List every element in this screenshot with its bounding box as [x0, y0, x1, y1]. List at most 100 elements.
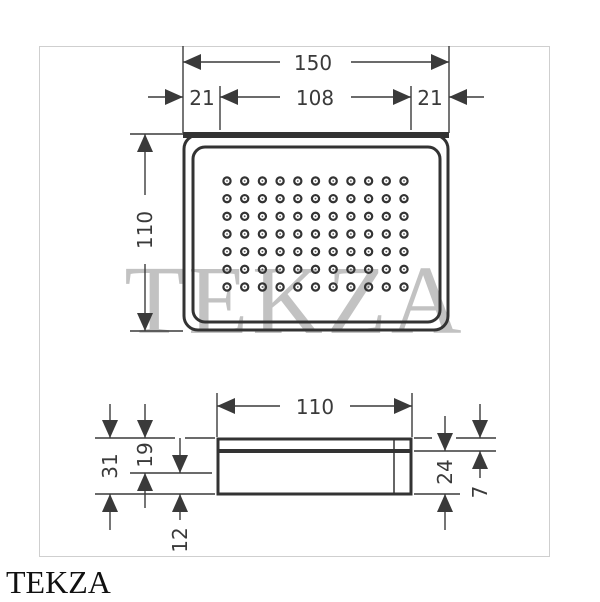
dim-side-left-heights: 31 19 12 [95, 404, 215, 553]
arrow-icon [393, 89, 411, 105]
drain-hole [239, 246, 250, 257]
drain-hole [257, 193, 268, 204]
arrow-icon [165, 89, 183, 105]
arrow-icon [137, 420, 153, 438]
drain-hole [363, 193, 374, 204]
drain-hole-center [279, 180, 281, 182]
drain-hole [275, 282, 285, 292]
drain-hole [222, 246, 232, 257]
arrow-icon [449, 89, 467, 105]
drain-hole [346, 211, 356, 222]
drain-hole [222, 264, 232, 275]
drain-hole-center [296, 233, 299, 235]
drain-hole-center [314, 197, 317, 200]
drain-hole-center [385, 233, 388, 235]
drain-hole-center [279, 197, 281, 200]
dim-label-24: 24 [433, 459, 457, 484]
drain-hole-center [350, 197, 352, 200]
dim-inner-widths: 21 108 21 [148, 86, 484, 130]
dim-label-12: 12 [168, 527, 192, 552]
drain-hole [346, 246, 356, 257]
drain-hole-center [261, 286, 264, 288]
drain-hole [363, 246, 374, 257]
drain-hole [222, 176, 232, 186]
drain-hole-center [367, 268, 370, 271]
dim-label-21-left: 21 [189, 86, 214, 110]
arrow-icon [437, 433, 453, 451]
drain-hole [381, 193, 391, 204]
drain-hole-center [279, 250, 281, 253]
drain-hole [310, 211, 321, 222]
dim-label-7: 7 [468, 486, 492, 499]
drain-hole-center [332, 180, 335, 182]
drain-hole [239, 193, 250, 204]
arrow-icon [102, 420, 118, 438]
drain-hole [381, 264, 391, 275]
drain-hole [310, 176, 321, 186]
drain-hole [346, 282, 356, 292]
drain-hole [310, 282, 321, 292]
drain-hole-center [367, 180, 370, 182]
drain-hole [310, 229, 321, 239]
drain-hole [328, 246, 338, 257]
drain-hole [275, 264, 285, 275]
drain-hole [222, 282, 232, 292]
drain-hole-center [243, 197, 246, 200]
dim-label-110-side: 110 [296, 395, 334, 419]
dim-label-31: 31 [98, 453, 122, 478]
drain-hole [293, 176, 303, 186]
top-view [182, 132, 450, 332]
drain-hole-center [403, 268, 405, 271]
drain-hole-center [226, 197, 228, 200]
drain-hole [293, 229, 303, 239]
drain-hole [399, 176, 409, 186]
drain-hole-center [243, 268, 246, 271]
drain-hole-center [261, 233, 264, 235]
drain-hole [239, 229, 250, 239]
brand-logo: TEKZA [6, 564, 111, 600]
drain-hole [363, 176, 374, 186]
drain-hole [399, 211, 409, 222]
dim-label-108: 108 [296, 86, 334, 110]
drain-hole-center [226, 286, 228, 288]
drain-hole [293, 211, 303, 222]
drain-hole [257, 211, 268, 222]
arrow-icon [172, 494, 188, 512]
dim-label-110-depth: 110 [133, 211, 157, 249]
drain-hole [346, 264, 356, 275]
drain-hole-center [403, 215, 405, 218]
drain-hole-center [332, 233, 335, 235]
arrow-icon [183, 54, 201, 70]
drain-hole-center [385, 250, 388, 253]
drain-hole-center [243, 180, 246, 182]
drain-hole-center [350, 233, 352, 235]
drain-hole-center [367, 250, 370, 253]
drain-hole [381, 176, 391, 186]
drain-hole [222, 229, 232, 239]
drain-hole-center [296, 268, 299, 271]
drain-hole-center [296, 286, 299, 288]
drain-hole [363, 211, 374, 222]
drain-hole [257, 282, 268, 292]
drain-hole [222, 193, 232, 204]
drain-hole [293, 246, 303, 257]
drain-hole [275, 193, 285, 204]
side-view [216, 437, 413, 496]
drain-hole [293, 264, 303, 275]
drain-hole-center [226, 180, 228, 182]
arrow-icon [437, 494, 453, 512]
drain-hole-center [243, 233, 246, 235]
dim-side-right-heights: 24 7 [414, 404, 496, 530]
drain-hole [328, 282, 338, 292]
arrow-icon [172, 455, 188, 473]
drain-hole-center [403, 250, 405, 253]
drain-hole [328, 193, 338, 204]
drawing-frame [39, 46, 550, 557]
drain-hole-center [243, 250, 246, 253]
dim-label-150: 150 [294, 51, 332, 75]
dim-overall-width: 150 [182, 46, 450, 133]
drain-hole [328, 176, 338, 186]
drain-hole-center [261, 215, 264, 218]
drain-hole [293, 193, 303, 204]
drain-hole [275, 246, 285, 257]
